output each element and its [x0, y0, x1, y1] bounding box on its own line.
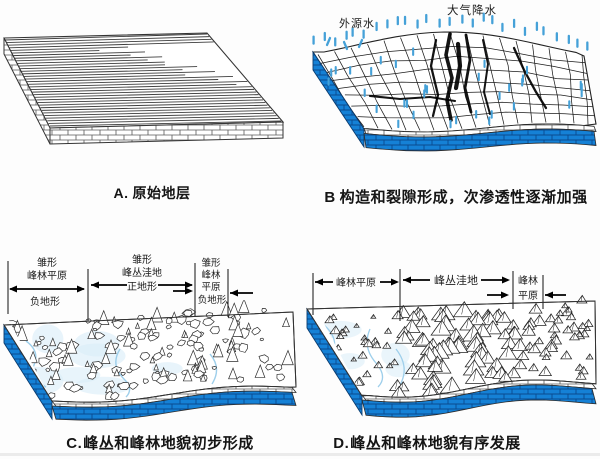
label-middle: 峰丛洼地 — [434, 273, 478, 287]
panel-b-fracture-diagram: 外源水 大气降水 — [311, 3, 597, 152]
panel-d-developed-landform-diagram: 峰林平原 峰丛洼地 峰林 平原 — [306, 269, 597, 418]
label-right-4: 负地形 — [198, 294, 227, 306]
label-middle-2: 峰丛洼地 — [122, 266, 162, 279]
caption-c-text: 峰丛和峰林地貌初步形成 — [83, 435, 254, 452]
panel-c-initial-landform-diagram: 雏形 峰林平原 负地形 雏形 峰丛洼地 正地形 雏形 峰林 平原 负地形 — [3, 253, 297, 421]
label-precipitation: 大气降水 — [447, 3, 497, 17]
label-right-1: 峰林 — [518, 274, 538, 287]
caption-a: A.原始地层 — [114, 183, 191, 203]
caption-d: D.峰丛和峰林地貌有序发展 — [333, 432, 521, 453]
layer-left-face — [312, 50, 365, 149]
strata-hatch-lines — [4, 33, 282, 127]
caption-c-letter: C. — [66, 435, 83, 452]
caption-a-text: 原始地层 — [132, 185, 191, 201]
label-external-water: 外源水 — [339, 16, 375, 30]
annotation-arrows — [7, 261, 253, 321]
label-left-1: 雏形 — [37, 256, 57, 269]
peak-texture — [309, 294, 594, 398]
label-right-1: 雏形 — [201, 257, 221, 269]
label-right-3: 平原 — [201, 282, 220, 293]
caption-c: C.峰丛和峰林地貌初步形成 — [66, 432, 254, 453]
caption-b-letter: B — [324, 189, 336, 206]
rock-texture — [4, 298, 294, 401]
caption-b-text: 构造和裂隙形成，次渗透性逐渐加强 — [339, 189, 588, 206]
label-left: 峰林平原 — [336, 276, 376, 289]
caption-a-letter: A. — [113, 185, 129, 201]
caption-d-text: 峰丛和峰林地貌有序发展 — [350, 435, 521, 452]
label-left-2: 峰林平原 — [27, 269, 67, 282]
rain-marks — [312, 12, 589, 129]
label-middle-1: 雏形 — [132, 253, 152, 266]
scan-artifact-strip — [0, 453, 600, 456]
strata-front-face — [49, 121, 284, 145]
caption-d-letter: D. — [333, 435, 350, 452]
label-right-2: 平原 — [518, 290, 538, 302]
panel-a-original-strata-diagram — [3, 32, 285, 145]
annotation-arrows — [312, 269, 566, 321]
label-left-3: 负地形 — [30, 295, 60, 308]
label-middle-3: 正地形 — [127, 280, 157, 293]
label-right-2: 峰林 — [201, 269, 221, 281]
layer-front-face — [363, 123, 597, 152]
